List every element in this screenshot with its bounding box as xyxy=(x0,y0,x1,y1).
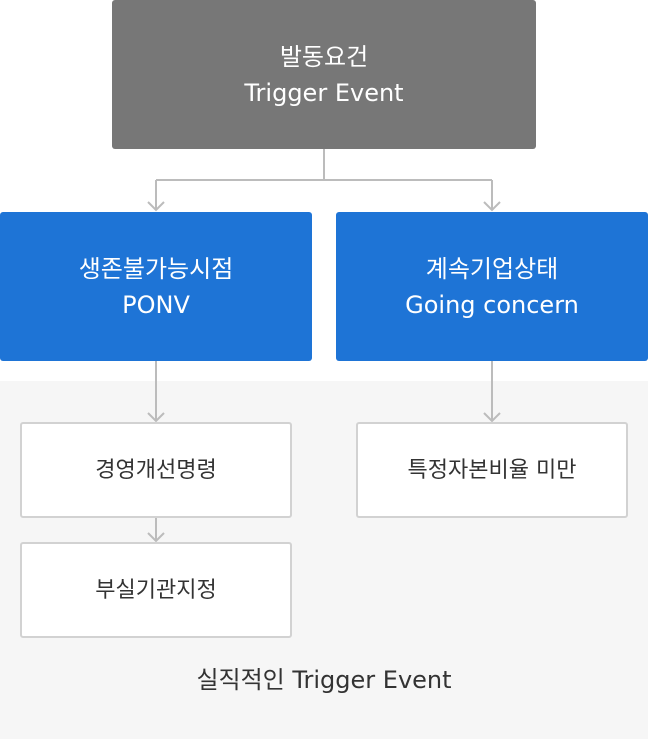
ponv-english: PONV xyxy=(122,290,190,319)
insolvent-institution-designation-box: 부실기관지정 xyxy=(20,542,292,638)
management-improvement-order-label: 경영개선명령 xyxy=(95,457,217,483)
capital-ratio-below-box: 특정자본비율 미만 xyxy=(356,422,628,518)
going-concern-korean: 계속기업상태 xyxy=(425,254,559,283)
arrowhead-to-going xyxy=(483,201,501,212)
insolvent-institution-designation-label: 부실기관지정 xyxy=(95,577,217,603)
arrowhead-to-ponv xyxy=(147,201,165,212)
going-concern-english: Going concern xyxy=(405,290,579,319)
connector-trigger-split xyxy=(156,149,492,181)
ponv-box: 생존불가능시점 PONV xyxy=(0,212,312,361)
trigger-event-english: Trigger Event xyxy=(244,78,404,107)
trigger-event-box: 발동요건 Trigger Event xyxy=(112,0,536,149)
capital-ratio-below-label: 특정자본비율 미만 xyxy=(407,457,577,483)
ponv-korean: 생존불가능시점 xyxy=(78,254,234,283)
substantial-trigger-caption: 실직적인 Trigger Event xyxy=(196,666,452,694)
management-improvement-order-box: 경영개선명령 xyxy=(20,422,292,518)
trigger-event-korean: 발동요건 xyxy=(279,42,369,71)
going-concern-box: 계속기업상태 Going concern xyxy=(336,212,648,361)
